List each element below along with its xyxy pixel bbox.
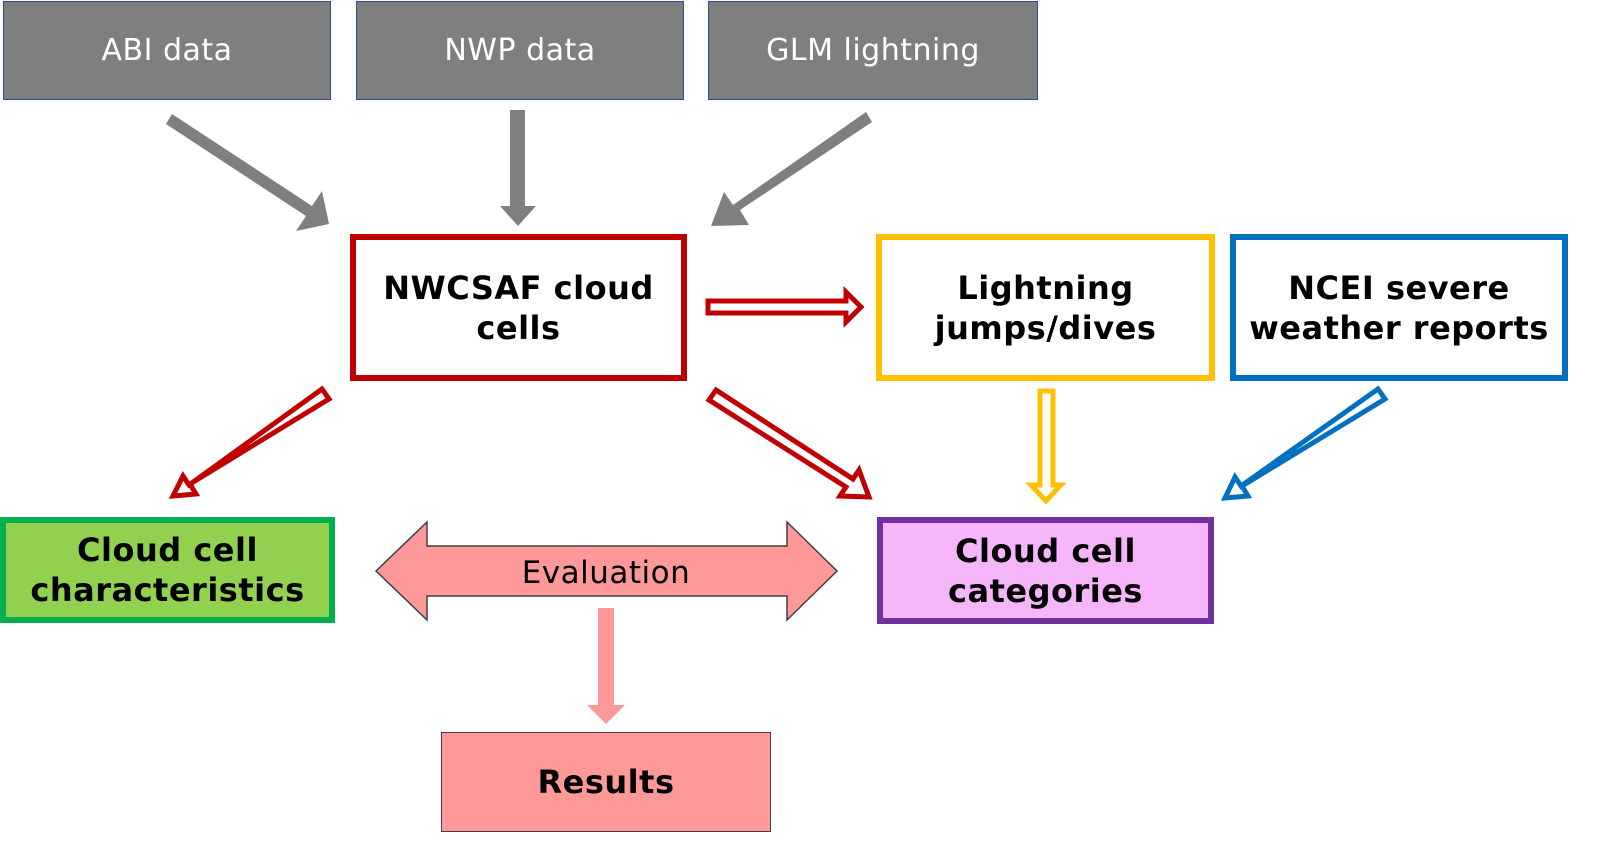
nwcsaf-label-line2: cells — [476, 308, 561, 347]
ncei-label-line1: NCEI severe — [1288, 268, 1510, 307]
lightning-jumps-box: Lightning jumps/dives — [876, 234, 1215, 381]
arrow-abi-to-nwcsaf — [166, 114, 329, 231]
characteristics-label-line2: characteristics — [30, 571, 305, 609]
arrow-evaluation-to-results — [587, 608, 625, 724]
evaluation-label: Evaluation — [521, 555, 691, 591]
cloud-cell-categories-box: Cloud cell categories — [877, 517, 1214, 624]
ncei-label-line2: weather reports — [1249, 308, 1549, 347]
nwp-data-box: NWP data — [356, 1, 684, 100]
abi-data-label: ABI data — [101, 32, 233, 68]
glm-lightning-box: GLM lightning — [708, 1, 1038, 100]
nwp-data-label: NWP data — [444, 32, 596, 68]
arrow-ncei-to-categories — [1220, 385, 1389, 501]
categories-label-line1: Cloud cell — [955, 531, 1136, 570]
categories-label-line2: categories — [948, 571, 1143, 610]
arrow-nwcsaf-to-lightning — [705, 285, 865, 329]
arrow-nwcsaf-to-characteristics — [168, 385, 333, 499]
characteristics-label-line1: Cloud cell — [77, 531, 258, 569]
nwcsaf-label-line1: NWCSAF cloud — [383, 268, 654, 307]
arrow-nwcsaf-to-categories — [705, 386, 873, 500]
arrow-nwp-to-nwcsaf — [500, 110, 536, 226]
arrow-glm-to-nwcsaf — [711, 112, 872, 226]
ncei-reports-box: NCEI severe weather reports — [1230, 234, 1568, 381]
lightning-label-line2: jumps/dives — [934, 308, 1157, 347]
glm-lightning-label: GLM lightning — [766, 32, 980, 68]
arrow-lightning-to-categories — [1025, 388, 1067, 505]
cloud-cell-characteristics-box: Cloud cell characteristics — [0, 517, 335, 623]
nwcsaf-cloud-cells-box: NWCSAF cloud cells — [350, 234, 687, 381]
results-box: Results — [441, 732, 771, 832]
results-label: Results — [537, 763, 675, 801]
evaluation-double-arrow — [374, 520, 839, 622]
lightning-label-line1: Lightning — [957, 268, 1134, 307]
abi-data-box: ABI data — [3, 1, 331, 100]
